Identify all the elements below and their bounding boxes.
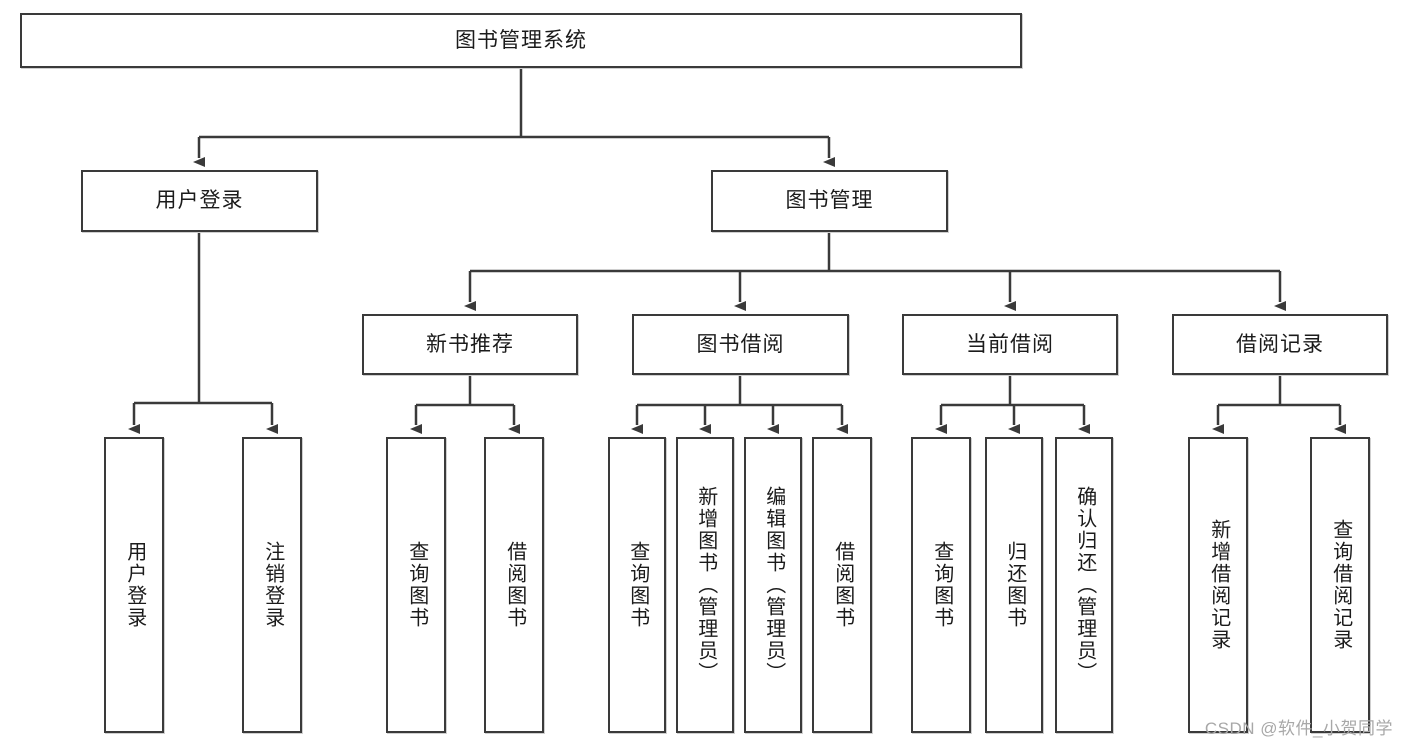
node-leaf-logout-login[interactable]: 注销登录 — [242, 437, 302, 733]
node-leaf-user-login[interactable]: 用户登录 — [104, 437, 164, 733]
node-new-book-recommend[interactable]: 新书推荐 — [362, 314, 578, 375]
node-label: 图书借阅 — [696, 332, 785, 356]
node-label: 图书管理 — [785, 189, 874, 213]
node-label: 新书推荐 — [426, 332, 514, 356]
node-label: 新增借阅记录 — [1207, 519, 1230, 651]
node-label: 注销登录 — [261, 541, 284, 629]
node-label: 查询借阅记录 — [1329, 519, 1352, 651]
node-leaf-query-book-rec[interactable]: 查询图书 — [386, 437, 446, 733]
node-label: 查询图书 — [930, 541, 953, 629]
node-label: 用户登录 — [155, 189, 244, 213]
node-root[interactable]: 图书管理系统 — [20, 13, 1022, 68]
node-label: 归还图书 — [1003, 541, 1026, 629]
node-label: 查询图书 — [405, 541, 428, 629]
node-leaf-query-book-current[interactable]: 查询图书 — [911, 437, 971, 733]
node-label: 借阅图书 — [831, 541, 854, 629]
node-book-borrow[interactable]: 图书借阅 — [632, 314, 849, 375]
node-label: 编辑图书（管理员） — [762, 486, 785, 684]
node-leaf-add-borrow-record[interactable]: 新增借阅记录 — [1188, 437, 1248, 733]
node-leaf-add-book-admin[interactable]: 新增图书（管理员） — [676, 437, 734, 733]
node-book-manage[interactable]: 图书管理 — [711, 170, 948, 232]
node-label: 图书管理系统 — [455, 28, 587, 52]
node-user-login[interactable]: 用户登录 — [81, 170, 318, 232]
node-leaf-borrow-book-rec[interactable]: 借阅图书 — [484, 437, 544, 733]
node-leaf-query-book-borrow[interactable]: 查询图书 — [608, 437, 666, 733]
node-leaf-return-book[interactable]: 归还图书 — [985, 437, 1043, 733]
node-label: 用户登录 — [123, 541, 146, 629]
node-current-borrow[interactable]: 当前借阅 — [902, 314, 1118, 375]
node-label: 借阅图书 — [503, 541, 526, 629]
node-label: 查询图书 — [626, 541, 649, 629]
node-leaf-edit-book-admin[interactable]: 编辑图书（管理员） — [744, 437, 802, 733]
node-label: 借阅记录 — [1236, 332, 1324, 356]
node-label: 当前借阅 — [966, 332, 1054, 356]
node-leaf-query-borrow-record[interactable]: 查询借阅记录 — [1310, 437, 1370, 733]
node-leaf-confirm-return-admin[interactable]: 确认归还（管理员） — [1055, 437, 1113, 733]
node-borrow-record[interactable]: 借阅记录 — [1172, 314, 1388, 375]
node-label: 确认归还（管理员） — [1073, 486, 1096, 684]
node-leaf-borrow-book[interactable]: 借阅图书 — [812, 437, 872, 733]
node-label: 新增图书（管理员） — [694, 486, 717, 684]
